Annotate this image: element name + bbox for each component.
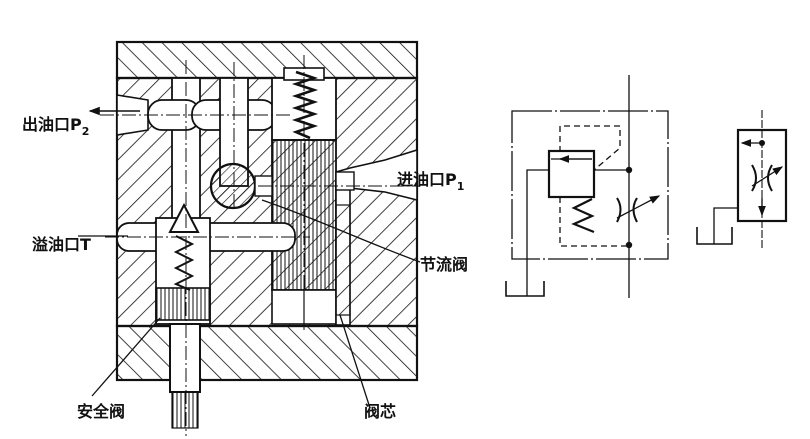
drain-line [559,197,629,247]
label-outlet: 出油口P2 [22,115,89,138]
symbol-spring [571,198,595,234]
tank-symbol [505,281,545,297]
safety-valve-spring [173,235,195,291]
pilot-line [559,125,621,171]
bottom-cap [115,324,419,382]
safety-valve-plug [155,287,211,321]
leader-lines [78,199,421,409]
simplified-enclosure [736,128,788,223]
label-safety-valve: 安全阀 [77,402,125,421]
screw-thread [171,391,199,429]
symbol-enclosure [511,110,669,260]
detailed-symbol [505,75,669,298]
label-spool: 阀芯 [364,402,396,421]
label-overflow: 溢油口T [32,235,91,254]
tank-line [526,169,549,296]
junction-bottom [625,241,633,249]
throttle-rotor [209,162,257,210]
simplified-tank-line [713,207,738,244]
valve-cross-section [88,40,420,436]
adjusting-screw [169,323,201,393]
safety-valve-cone [168,202,200,233]
junction-top [625,166,633,174]
simplified-throttle-symbol [751,164,773,192]
spool-spring [291,70,319,140]
top-cap [115,40,419,80]
label-inlet: 进油口P1 [397,170,464,193]
centerlines [100,55,420,436]
relief-valve-box [547,149,596,199]
label-throttle: 节流阀 [420,255,468,274]
simplified-tank-symbol [696,227,733,245]
throttle-symbol [616,197,638,223]
simplified-symbol [696,110,788,248]
